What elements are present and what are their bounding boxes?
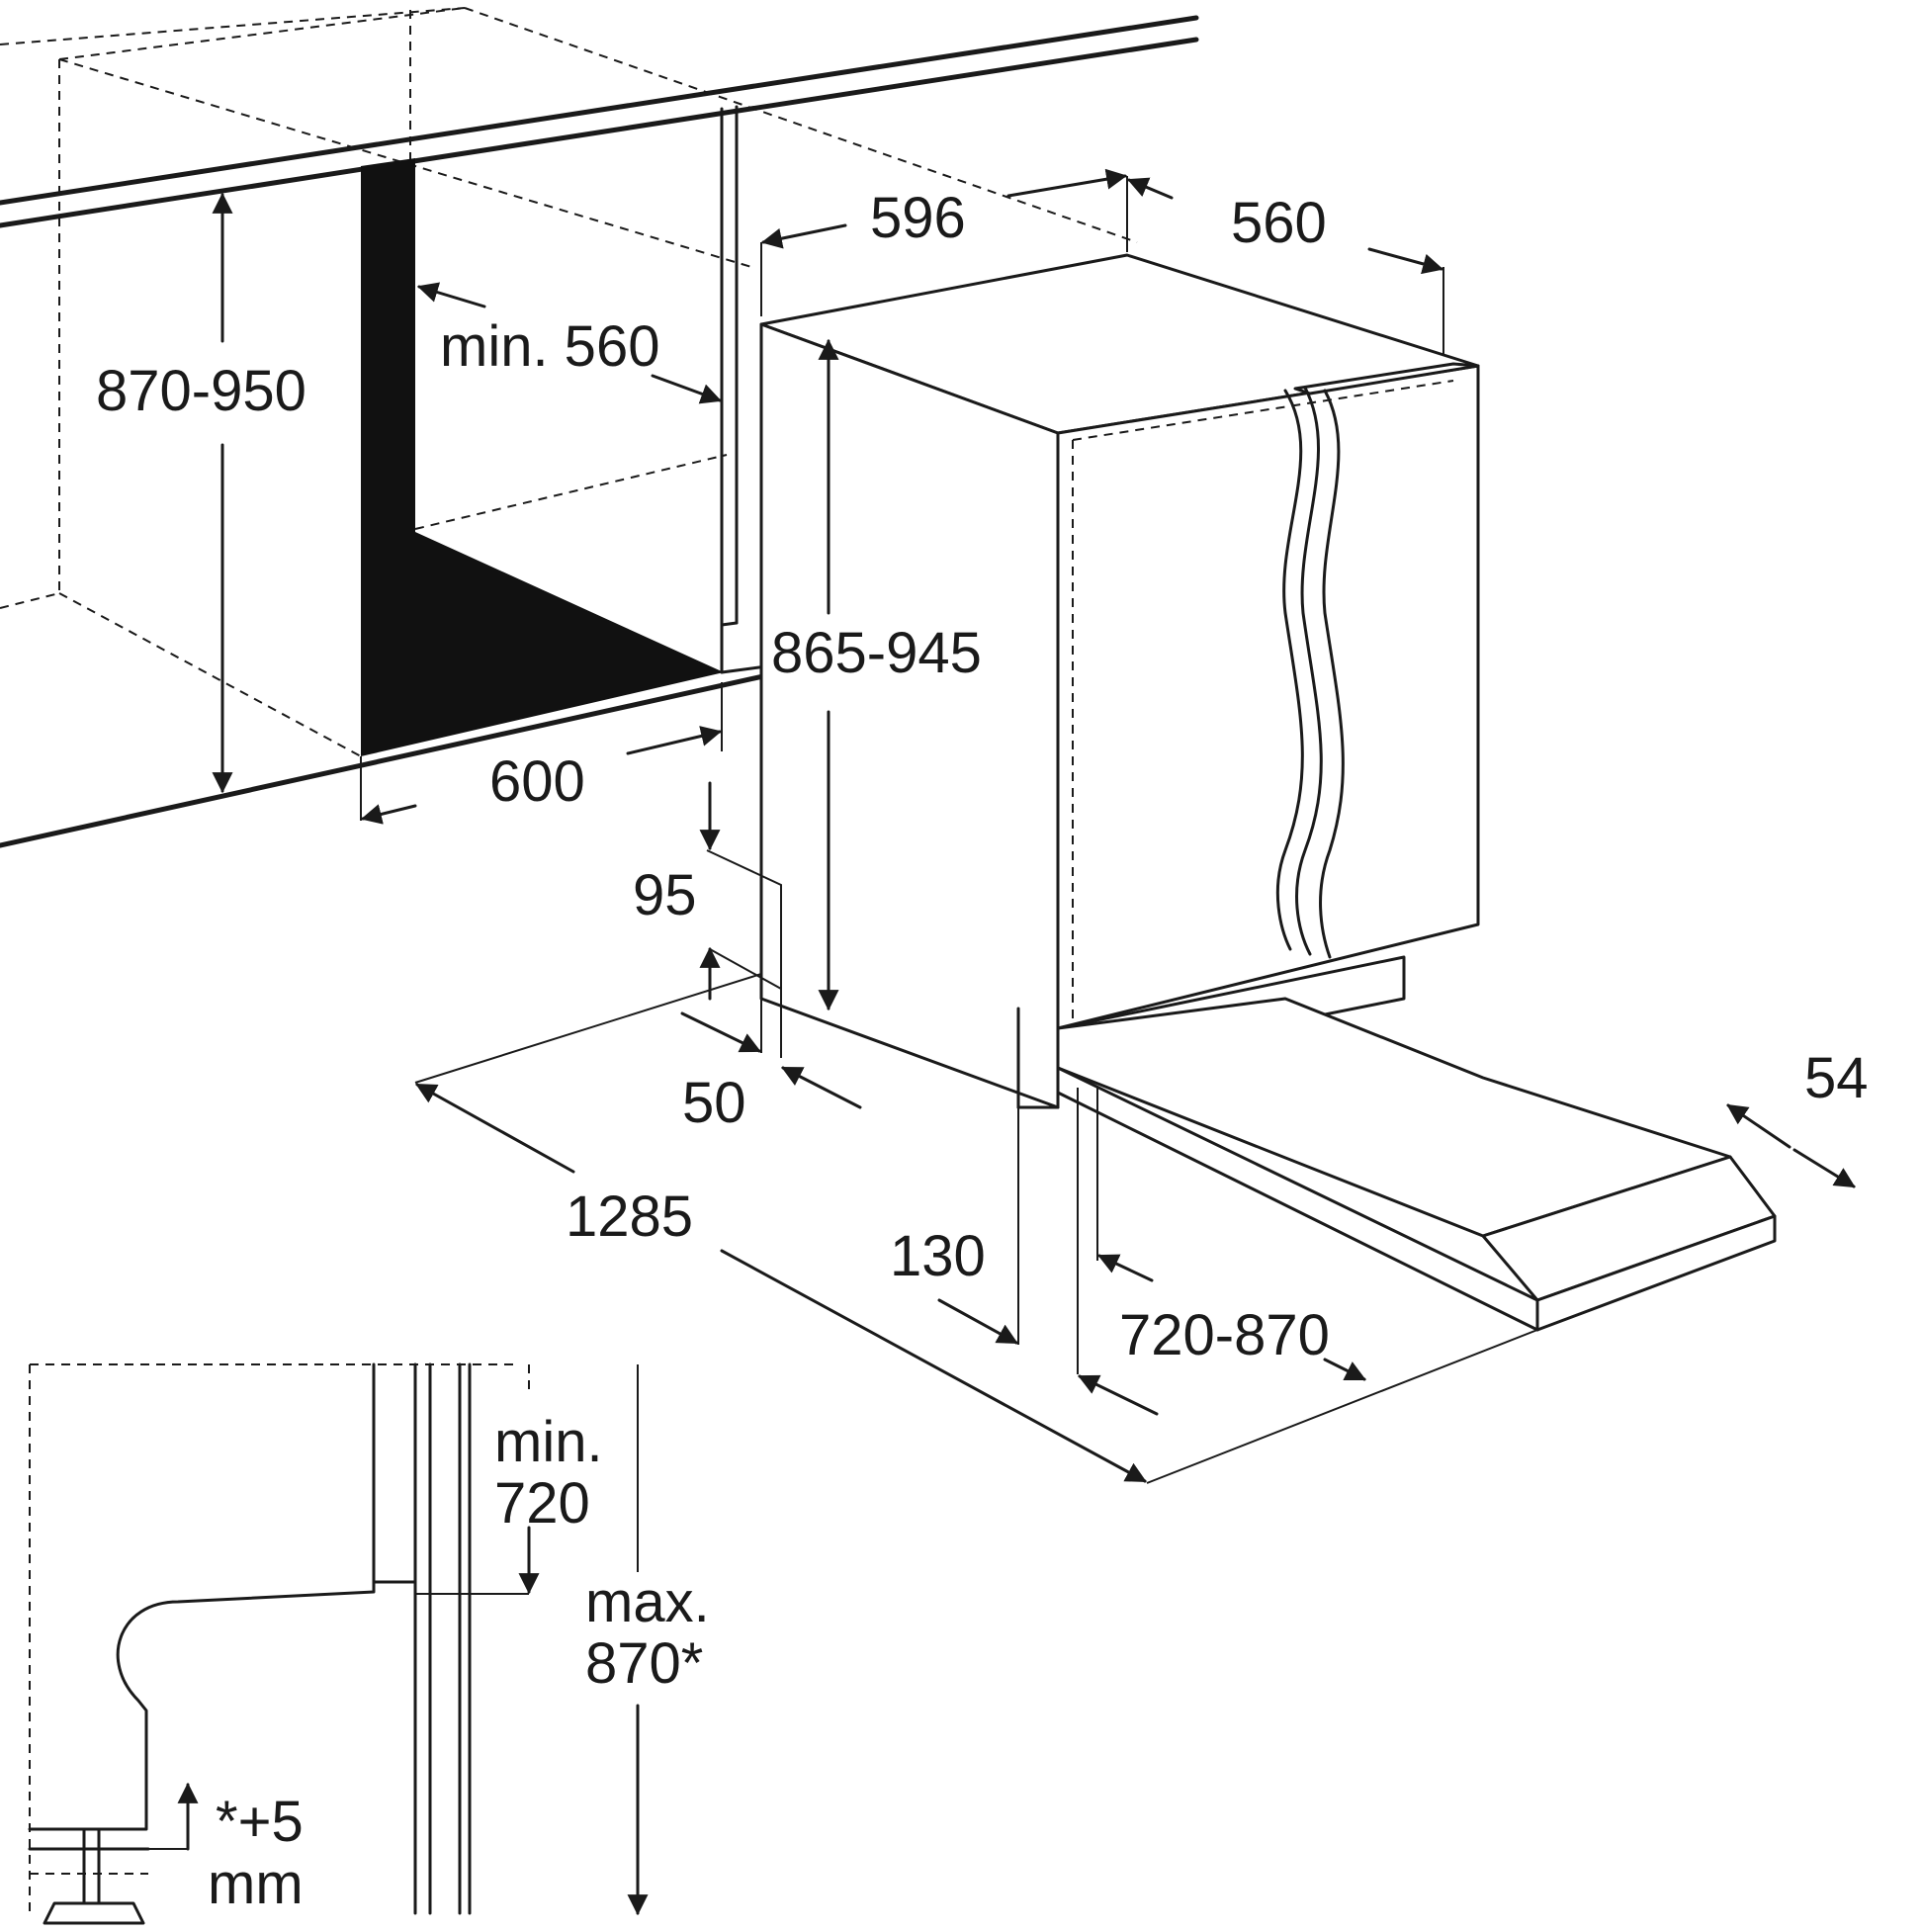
- door-cut-wave: [1275, 389, 1304, 951]
- label-600: 600: [489, 749, 585, 814]
- inset-max-line1: max.: [585, 1570, 710, 1634]
- label-865-945: 865-945: [771, 621, 982, 685]
- label-130: 130: [890, 1224, 986, 1288]
- label-720-870: 720-870: [1119, 1303, 1330, 1367]
- inset-adj-line1: *+5: [216, 1790, 304, 1854]
- label-1285: 1285: [566, 1185, 693, 1249]
- inset-min-line1: min.: [494, 1410, 603, 1474]
- label-870-950: 870-950: [96, 359, 306, 423]
- inset-detail: min. 720 max. 870* *+5 mm: [28, 1362, 710, 1925]
- dimension-lines: [212, 168, 1856, 1484]
- dishwasher: [759, 253, 1777, 1332]
- niche-side-wall: [361, 158, 724, 756]
- cabinet-niche: [0, 7, 1199, 848]
- label-min-560: min. 560: [440, 314, 659, 379]
- dishwasher-profile: [28, 1580, 376, 1831]
- dishwasher-front: [1056, 364, 1480, 1030]
- label-50: 50: [682, 1071, 746, 1135]
- label-95: 95: [633, 863, 697, 927]
- label-54: 54: [1804, 1046, 1869, 1110]
- label-596: 596: [870, 186, 966, 250]
- dimension-labels: 596 560 min. 560 870-950 865-945 600 95 …: [96, 186, 1869, 1367]
- label-560-top: 560: [1231, 191, 1327, 255]
- inset-max-line2: 870*: [585, 1631, 703, 1696]
- inset-min-line2: 720: [494, 1471, 590, 1536]
- dishwasher-side: [759, 322, 1060, 1109]
- inset-adj-line2: mm: [208, 1852, 304, 1916]
- foot-icon: [43, 1901, 145, 1925]
